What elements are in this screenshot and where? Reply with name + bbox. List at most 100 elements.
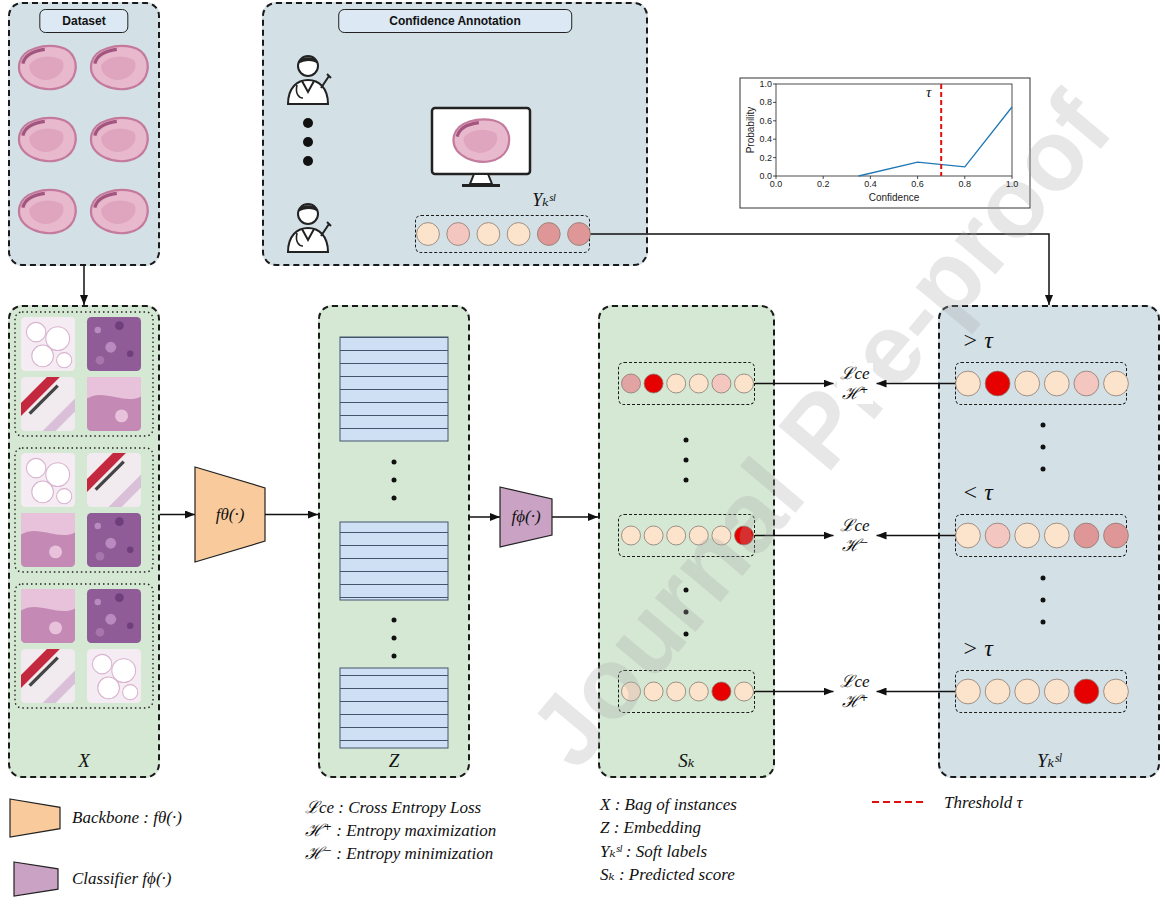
class-circle xyxy=(1044,679,1069,704)
loss-label: ℒce ℋ⁺ xyxy=(837,363,872,404)
embedding-panel: Z xyxy=(318,305,470,778)
label-text: Confidence xyxy=(869,192,920,203)
bag-panel: X xyxy=(8,305,160,778)
class-circle xyxy=(712,526,731,545)
probability-chart xyxy=(940,84,942,176)
node-text: X xyxy=(78,750,90,772)
class-circle xyxy=(985,679,1010,704)
class-circle xyxy=(1104,679,1129,704)
label-text: Yₖˢˡ : Soft labels xyxy=(600,841,707,862)
loss-label: ℒce ℋ⁺ xyxy=(837,671,872,712)
label-text: ℋ⁻ : Entropy minimization xyxy=(305,841,493,864)
class-circle xyxy=(1044,523,1069,548)
annotation-panel: Confidence AnnotationYₖˢˡ xyxy=(262,2,648,266)
label-circles xyxy=(416,216,591,254)
connector xyxy=(470,517,500,518)
soft-label-box: > τ xyxy=(955,670,1127,713)
label-circles xyxy=(956,363,1128,406)
class-circle xyxy=(537,223,560,246)
connector xyxy=(160,514,195,515)
dashed-line-sample xyxy=(872,801,924,803)
class-circle xyxy=(1044,371,1069,396)
label-text: 0.8 xyxy=(959,179,972,189)
dataset-panel: Dataset xyxy=(8,2,160,266)
node-text: Sₖ xyxy=(678,749,694,772)
legend-swatch xyxy=(10,799,60,837)
label-circles xyxy=(619,363,756,406)
class-circle xyxy=(477,223,500,246)
label-text: 0.0 xyxy=(770,179,783,189)
label-text: τ xyxy=(926,84,931,101)
connector-line xyxy=(265,514,318,516)
label-text: 0.2 xyxy=(759,153,772,163)
backbone-trapezoid: fθ(·) xyxy=(195,467,265,562)
class-circle xyxy=(417,223,440,246)
class-circle xyxy=(1015,679,1040,704)
classifier-trapezoid: fϕ(·) xyxy=(500,487,552,547)
label-text: 1.0 xyxy=(759,79,772,89)
class-circle xyxy=(1074,371,1099,396)
node-text: > τ xyxy=(962,327,993,354)
class-circle xyxy=(712,374,731,393)
node-text: fθ(·) xyxy=(216,505,245,525)
node-text: Yₖˢˡ xyxy=(1037,749,1061,772)
label-text: 0.8 xyxy=(759,97,772,107)
class-circle xyxy=(689,526,708,545)
class-circle xyxy=(568,223,591,246)
label-text: 0.4 xyxy=(864,179,877,189)
class-circle xyxy=(1015,371,1040,396)
connector-line xyxy=(83,266,85,305)
class-circle xyxy=(985,523,1010,548)
class-circle xyxy=(667,682,686,701)
label-text: X : Bag of instances xyxy=(600,795,737,815)
class-circle xyxy=(622,374,641,393)
connector-line xyxy=(470,516,500,518)
class-circle xyxy=(956,523,981,548)
soft-label-box: < τ xyxy=(955,514,1127,557)
node-text: Confidence Annotation xyxy=(338,9,572,33)
class-circle xyxy=(956,679,981,704)
legend-text: Backbone : fθ(·) xyxy=(72,808,182,828)
class-circle xyxy=(644,526,663,545)
class-circle xyxy=(1074,679,1099,704)
label-text: Z : Embedding xyxy=(600,818,701,838)
class-circle xyxy=(735,526,754,545)
class-circle xyxy=(735,374,754,393)
class-circle xyxy=(689,374,708,393)
label-text: ℋ⁺ : Entropy maximization xyxy=(305,818,496,841)
class-circle xyxy=(622,682,641,701)
class-circle xyxy=(1015,523,1040,548)
soft-label-box: Yₖˢˡ xyxy=(415,215,590,253)
node-text: Yₖˢˡ xyxy=(532,189,555,211)
class-circle xyxy=(1074,523,1099,548)
node-text: Z xyxy=(389,750,400,772)
class-circle xyxy=(644,374,663,393)
legend-text: Classifier fϕ(·) xyxy=(72,869,171,889)
class-circle xyxy=(985,371,1010,396)
node-text: < τ xyxy=(962,479,993,506)
class-circle xyxy=(1104,523,1129,548)
label-text: Probability xyxy=(745,107,756,154)
class-circle xyxy=(956,371,981,396)
class-circle xyxy=(622,526,641,545)
class-circle xyxy=(447,223,470,246)
class-circle xyxy=(644,682,663,701)
label-text: 1.0 xyxy=(1006,179,1019,189)
label-circles xyxy=(956,515,1128,558)
class-circle xyxy=(667,526,686,545)
node-text: > τ xyxy=(962,635,993,662)
loss-label: ℒce ℋ⁻ xyxy=(837,515,872,556)
class-circle xyxy=(689,682,708,701)
legend-text: Threshold τ xyxy=(944,793,1023,813)
class-circle xyxy=(712,682,731,701)
label-text: 0.6 xyxy=(759,116,772,126)
node-text: Dataset xyxy=(39,9,128,33)
node-text: fϕ(·) xyxy=(511,507,540,527)
label-text: ℒce : Cross Entropy Loss xyxy=(305,795,481,818)
connector xyxy=(265,514,318,515)
legend-sample xyxy=(14,862,58,896)
label-text: 0.6 xyxy=(911,179,924,189)
connector-line xyxy=(160,514,195,516)
soft-label-panel: Yₖˢˡ > τ < τ > τ xyxy=(938,305,1160,778)
